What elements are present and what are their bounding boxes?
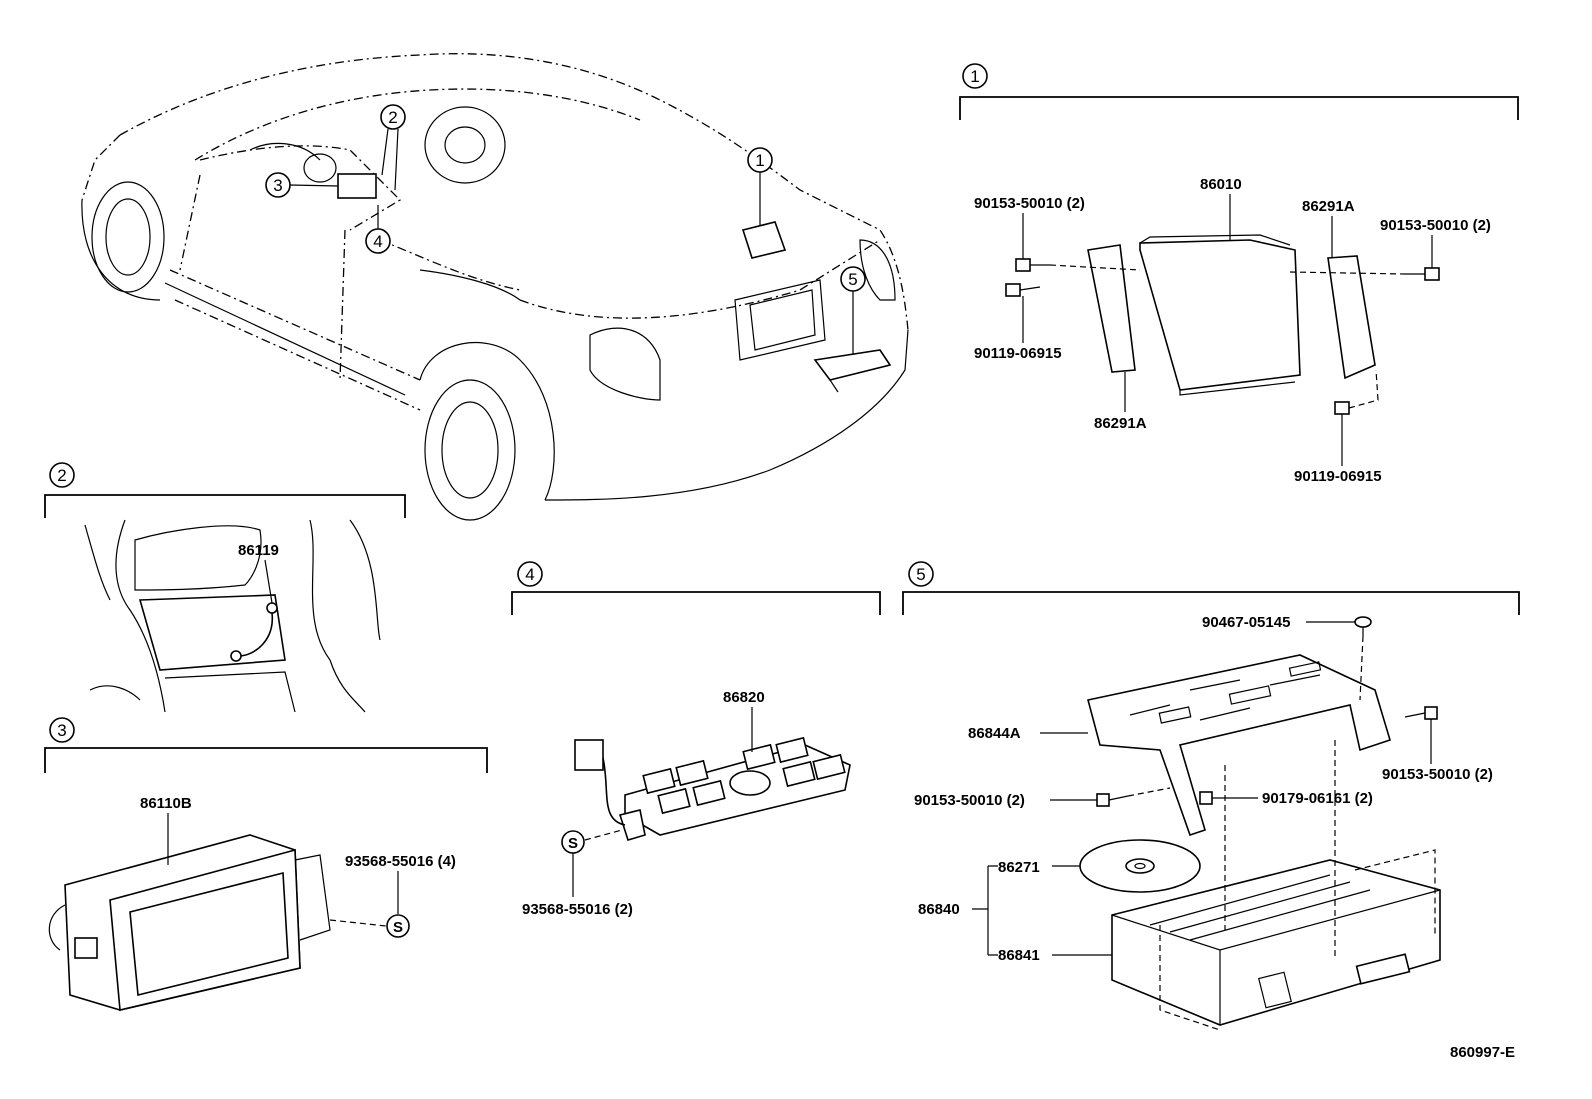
- bolt-90119-left[interactable]: [1005, 283, 1041, 297]
- car-callout-4[interactable]: 4: [365, 205, 391, 254]
- svg-text:S: S: [393, 919, 403, 936]
- label-90179: 90179-06161 (2): [1262, 790, 1373, 807]
- svg-text:3: 3: [57, 721, 66, 740]
- switch-86820[interactable]: [618, 736, 851, 841]
- section-5-marker: 5: [908, 561, 934, 587]
- section-2-marker: 2: [49, 462, 75, 488]
- section-1-marker: 1: [962, 63, 988, 89]
- label-86840: 86840: [918, 901, 960, 918]
- label-93568-2: 93568-55016 (2): [522, 901, 633, 918]
- svg-text:1: 1: [970, 67, 979, 86]
- antenna-86119[interactable]: [266, 602, 278, 614]
- label-90153-right: 90153-50010 (2): [1380, 217, 1491, 234]
- bracket-86291A-right[interactable]: [1327, 255, 1376, 380]
- car-amplifier: [741, 221, 787, 259]
- svg-text:3: 3: [273, 176, 282, 195]
- car-callout-2[interactable]: 2: [380, 104, 406, 191]
- section-3: 3 86110B 93568-55016 (4) S: [44, 717, 488, 1011]
- label-86291A-top: 86291A: [1302, 198, 1355, 215]
- diagram-id: 860997-E: [1450, 1044, 1515, 1061]
- bracket-86291A-left[interactable]: [1087, 244, 1136, 373]
- bolt-90153-left[interactable]: [1015, 258, 1050, 272]
- car-changer: [813, 349, 892, 381]
- label-93568-4: 93568-55016 (4): [345, 853, 456, 870]
- svg-text:5: 5: [848, 270, 857, 289]
- car-callout-5[interactable]: 5: [840, 266, 866, 355]
- svg-text:2: 2: [57, 466, 66, 485]
- bolt-90153-s5-right[interactable]: [1404, 706, 1438, 720]
- screw-marker-s4: S: [561, 830, 585, 854]
- label-86110B: 86110B: [140, 795, 192, 812]
- car-callout-1[interactable]: 1: [747, 147, 773, 225]
- screw-marker-s3: S: [386, 914, 410, 938]
- section-3-marker: 3: [49, 717, 75, 743]
- svg-text:1: 1: [755, 151, 764, 170]
- display-86110B[interactable]: [48, 834, 331, 1011]
- label-86841: 86841: [998, 947, 1040, 964]
- nut-90179[interactable]: [1199, 791, 1213, 805]
- section-4-marker: 4: [517, 561, 543, 587]
- label-90153-s5-left: 90153-50010 (2): [914, 792, 1025, 809]
- label-86010: 86010: [1200, 176, 1242, 193]
- label-90153-s5-right: 90153-50010 (2): [1382, 766, 1493, 783]
- label-90119-right: 90119-06915: [1294, 468, 1382, 485]
- label-90467: 90467-05145: [1202, 614, 1290, 631]
- label-90153-left: 90153-50010 (2): [974, 195, 1085, 212]
- connector-86820: [574, 739, 604, 771]
- bolt-90119-right[interactable]: [1334, 401, 1350, 428]
- svg-text:5: 5: [916, 565, 925, 584]
- svg-text:S: S: [568, 835, 578, 852]
- svg-text:4: 4: [373, 232, 382, 251]
- label-90119-left: 90119-06915: [974, 345, 1062, 362]
- section-1: 1 86010 86291A: [959, 63, 1519, 485]
- changer-86841[interactable]: [1111, 859, 1441, 1026]
- car-overview: 1 2 3 4 5: [81, 53, 909, 521]
- label-86820: 86820: [723, 689, 765, 706]
- svg-text:2: 2: [388, 108, 397, 127]
- section-4: 4 86820 S 93568-55016 (2): [511, 561, 881, 918]
- bolt-90153-right[interactable]: [1405, 267, 1440, 281]
- label-86271: 86271: [998, 859, 1040, 876]
- bracket-86844A[interactable]: [1087, 654, 1391, 837]
- label-86844A: 86844A: [968, 725, 1021, 742]
- disc-86271[interactable]: [1079, 839, 1201, 893]
- car-display-unit: [337, 173, 377, 199]
- svg-text:4: 4: [525, 565, 534, 584]
- label-86119: 86119: [238, 542, 279, 559]
- label-86291A-bottom: 86291A: [1094, 415, 1147, 432]
- section-2: 2 86119: [44, 462, 406, 713]
- car-callout-3[interactable]: 3: [265, 172, 339, 198]
- clip-90467[interactable]: [1354, 616, 1372, 636]
- bolt-90153-s5-left[interactable]: [1096, 793, 1129, 807]
- amplifier-86010[interactable]: [1139, 239, 1301, 391]
- section-5: 5: [902, 561, 1520, 1031]
